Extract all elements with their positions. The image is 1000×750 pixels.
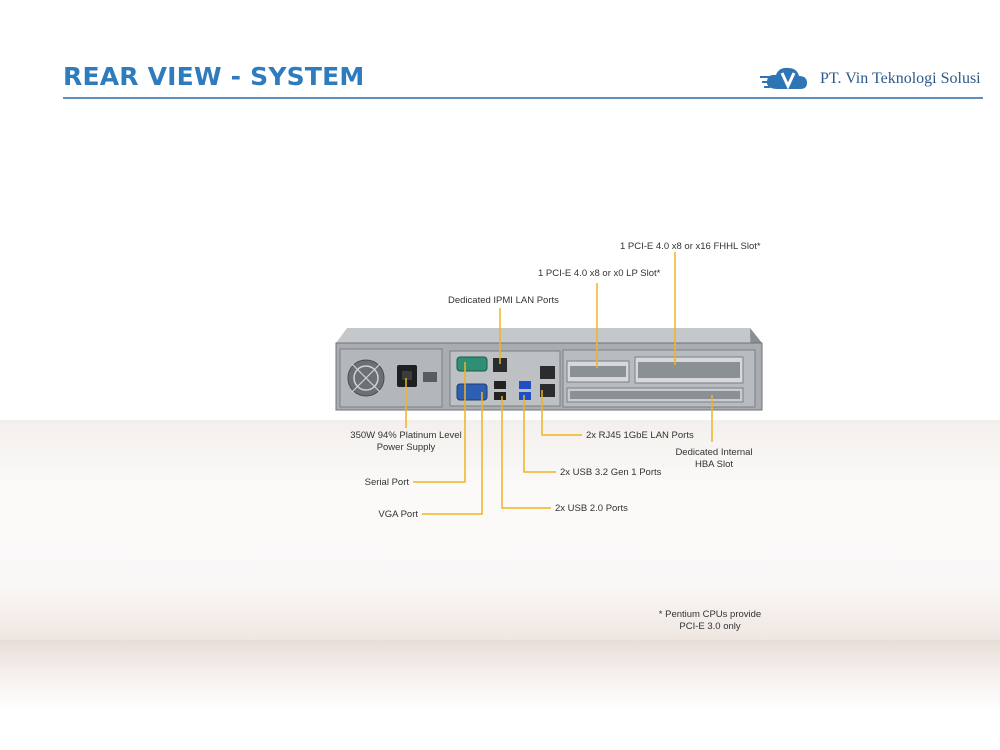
- footnote: * Pentium CPUs provide PCI-E 3.0 only: [650, 609, 770, 633]
- leader-lan: [541, 390, 582, 436]
- serial-port-connector: [456, 356, 488, 372]
- usb2-port-2: [494, 392, 506, 400]
- leader-vga: [422, 392, 483, 515]
- label-power-supply-line2: Power Supply: [376, 442, 436, 453]
- company-logo: PT. Vin Teknologi Solusi: [760, 62, 981, 96]
- label-hba-line1: Dedicated Internal: [675, 447, 753, 458]
- background-band: [0, 420, 1000, 640]
- leader-usb2: [501, 396, 551, 509]
- label-hba: Dedicated Internal HBA Slot: [672, 447, 756, 471]
- label-hba-line2: HBA Slot: [694, 459, 734, 470]
- label-vga: VGA Port: [378, 509, 418, 520]
- title-underline: [63, 97, 983, 99]
- footnote-line2: PCI-E 3.0 only: [679, 621, 741, 632]
- background-band-shadow: [0, 640, 1000, 710]
- label-power-supply-line1: 350W 94% Platinum Level: [350, 430, 462, 441]
- footnote-line1: * Pentium CPUs provide: [658, 609, 762, 620]
- label-pcie-x16: 1 PCI-E 4.0 x8 or x16 FHHL Slot*: [620, 241, 761, 252]
- psu-fan-grill: [353, 365, 379, 391]
- usb2-port-1: [494, 381, 506, 389]
- label-serial: Serial Port: [364, 477, 409, 488]
- lan-port-1: [540, 366, 555, 379]
- ipmi-lan-port: [493, 358, 507, 372]
- leader-lines: [405, 252, 713, 515]
- page-title: REAR VIEW - SYSTEM: [63, 62, 365, 91]
- label-pcie-lp: 1 PCI-E 4.0 x8 or x0 LP Slot*: [538, 268, 661, 279]
- label-usb3: 2x USB 3.2 Gen 1 Ports: [560, 467, 662, 478]
- usb3-port-2: [519, 392, 531, 400]
- label-usb2: 2x USB 2.0 Ports: [555, 503, 628, 514]
- cloud-v-logo-icon: [760, 67, 807, 90]
- leader-usb3: [523, 395, 556, 473]
- leader-serial: [413, 362, 466, 483]
- label-power-supply: 350W 94% Platinum Level Power Supply: [340, 430, 472, 454]
- label-ipmi: Dedicated IPMI LAN Ports: [448, 295, 559, 306]
- chassis-top: [336, 328, 762, 343]
- lan-port-2: [540, 384, 555, 397]
- label-lan: 2x RJ45 1GbE LAN Ports: [586, 430, 694, 441]
- psu-latch: [423, 372, 437, 382]
- company-name: PT. Vin Teknologi Solusi: [820, 70, 981, 87]
- usb3-port-1: [519, 381, 531, 389]
